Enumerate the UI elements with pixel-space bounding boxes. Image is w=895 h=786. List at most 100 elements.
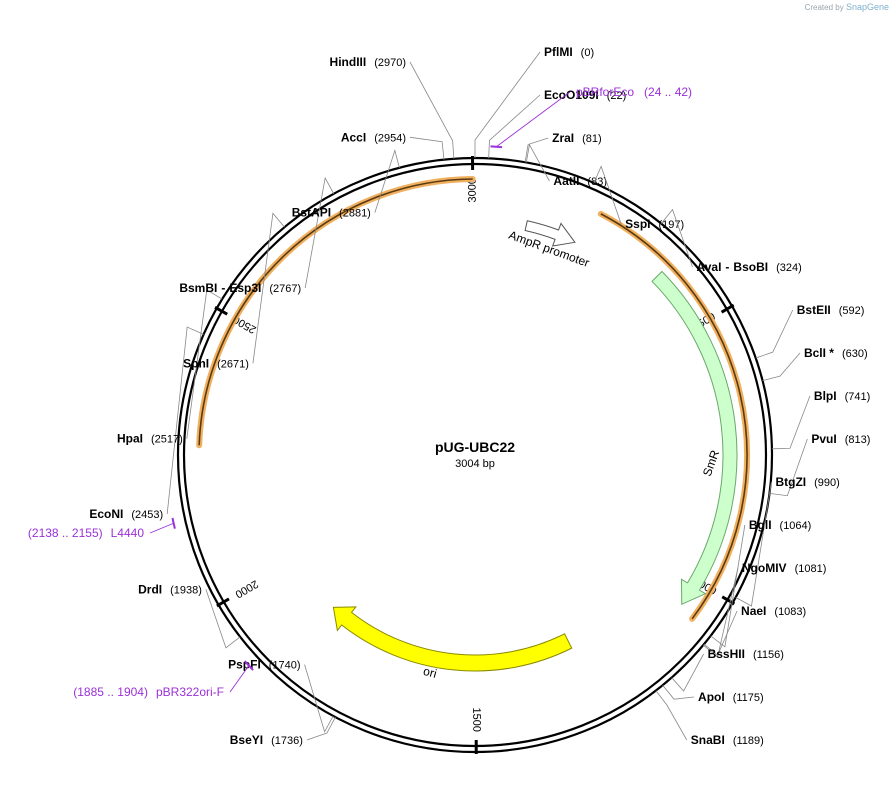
site-label[interactable]: EcoNI(2453): [89, 507, 163, 521]
tick-mark-2500: [214, 306, 228, 316]
site-leader-line: [660, 208, 693, 268]
site-label-group[interactable]: NaeI (1083): [741, 604, 806, 618]
site-label[interactable]: ZraI(81): [552, 131, 602, 145]
site-separator: -: [725, 260, 729, 274]
site-name: PflMI: [544, 45, 573, 59]
site-name: NaeI: [741, 604, 766, 618]
site-label-group[interactable]: HpaI(2517): [117, 432, 183, 446]
site-label-group[interactable]: EcoNI(2453): [89, 507, 163, 521]
primer-mark-1: [171, 517, 176, 529]
site-label[interactable]: BlpI(741): [814, 389, 870, 403]
site-label-group[interactable]: BclI *(630): [804, 346, 868, 360]
site-name: AccI: [341, 130, 366, 144]
site-name: BssHII: [708, 647, 745, 661]
site-label-group[interactable]: HindIII(2970): [330, 55, 406, 69]
plasmid-length: 3004 bp: [455, 458, 495, 470]
primer-range: (1885 .. 1904): [73, 685, 148, 699]
site-label-group[interactable]: BglI(1064): [749, 518, 811, 532]
site-position: (990): [814, 477, 840, 489]
primer-label-0[interactable]: pBRforEco(24 .. 42): [576, 85, 692, 99]
site-label[interactable]: AatII(83): [553, 174, 607, 188]
site-name: EcoNI: [89, 507, 123, 521]
site-label-group[interactable]: AccI(2954): [341, 130, 406, 144]
site-label[interactable]: BstAPI (2881): [292, 206, 371, 220]
site-label[interactable]: PvuI(813): [811, 432, 870, 446]
site-label-group[interactable]: SspI(197): [625, 217, 684, 231]
created-by-text: Created by: [804, 3, 844, 12]
site-label-group[interactable]: PflMI(0): [544, 45, 594, 59]
site-leader-line: [735, 481, 772, 607]
site-label[interactable]: EcoO109I(22): [544, 88, 626, 102]
site-position: (1083): [774, 606, 806, 618]
tick-mark-2000: [216, 597, 230, 608]
site-label[interactable]: BglI(1064): [749, 518, 811, 532]
site-leader-line: [769, 438, 808, 497]
tick-label-3000: 3000: [467, 178, 479, 203]
site-label-group[interactable]: SnaBI(1189): [691, 733, 764, 747]
primer-name: pBR322ori-F: [156, 685, 224, 699]
site-label[interactable]: DrdI (1938): [138, 582, 202, 596]
site-position: (1938): [170, 584, 202, 596]
site-isoschizomer: Esp3I: [229, 281, 261, 295]
site-label-group[interactable]: NgoMIV(1081): [742, 561, 826, 575]
primer-leader-line: [496, 91, 571, 148]
smr-label: SmR: [700, 448, 722, 478]
ori-label: ori: [422, 664, 439, 681]
site-name: NgoMIV: [742, 561, 787, 575]
site-label[interactable]: SspI(197): [625, 217, 684, 231]
site-label-group[interactable]: ZraI(81): [552, 131, 602, 145]
site-label-group[interactable]: BstAPI (2881): [292, 206, 371, 220]
site-label[interactable]: BsmBI-Esp3I(2767): [179, 281, 301, 295]
primer-name: L4440: [111, 526, 145, 540]
site-label-group[interactable]: BlpI(741): [814, 389, 870, 403]
site-label[interactable]: NgoMIV(1081): [742, 561, 826, 575]
site-label[interactable]: BtgZI(990): [775, 475, 839, 489]
site-label-group[interactable]: BseYI(1736): [230, 733, 303, 747]
site-name: BstEII: [797, 303, 831, 317]
site-position: (741): [845, 391, 871, 403]
site-leader-line: [304, 664, 334, 733]
site-name: HindIII: [330, 55, 367, 69]
site-label[interactable]: HpaI(2517): [117, 432, 183, 446]
site-label[interactable]: BssHII (1156): [708, 647, 784, 661]
site-label-group[interactable]: BstEII(592): [797, 303, 865, 317]
primer-name: pBRforEco: [576, 85, 634, 99]
site-label[interactable]: SphI(2671): [183, 356, 249, 370]
site-name: DrdI: [138, 582, 162, 596]
orf-arc-0: [600, 213, 748, 620]
site-leader-line: [525, 143, 550, 182]
site-position: (1156): [753, 649, 784, 661]
site-label[interactable]: SnaBI(1189): [691, 733, 764, 747]
primer-range: (2138 .. 2155): [28, 526, 103, 540]
site-label-group[interactable]: BtgZI(990): [775, 475, 839, 489]
site-label[interactable]: BseYI(1736): [230, 733, 303, 747]
site-label[interactable]: AccI(2954): [341, 130, 406, 144]
site-label[interactable]: AvaI-BsoBI(324): [697, 260, 802, 274]
site-label[interactable]: HindIII(2970): [330, 55, 406, 69]
site-label[interactable]: BstEII(592): [797, 303, 865, 317]
site-label[interactable]: BclI *(630): [804, 346, 868, 360]
site-label-group[interactable]: DrdI (1938): [138, 582, 202, 596]
orf-arrow-0: [686, 619, 688, 624]
site-label-group[interactable]: SphI(2671): [183, 356, 249, 370]
site-label[interactable]: PflMI(0): [544, 45, 594, 59]
site-label-group[interactable]: ApoI(1175): [698, 690, 764, 704]
primer-label-2[interactable]: (1885 .. 1904) pBR322ori-F: [73, 685, 224, 699]
site-label-group[interactable]: EcoO109I(22): [544, 88, 626, 102]
site-label-group[interactable]: AatII(83): [553, 174, 607, 188]
site-label[interactable]: ApoI(1175): [698, 690, 764, 704]
site-label-group[interactable]: AvaI-BsoBI(324): [697, 260, 802, 274]
site-label-group[interactable]: BssHII (1156): [708, 647, 784, 661]
site-leader-line: [306, 716, 336, 741]
ampr-promoter-arrow: [524, 220, 576, 247]
primer-label-1[interactable]: (2138 .. 2155) L4440: [28, 526, 144, 540]
snapgene-watermark: Created by SnapGene: [805, 2, 889, 12]
site-label-group[interactable]: BsmBI-Esp3I(2767): [179, 281, 301, 295]
site-position: (2881): [339, 208, 371, 220]
site-label-group[interactable]: PvuI(813): [811, 432, 870, 446]
site-label[interactable]: NaeI (1083): [741, 604, 806, 618]
site-name: BstAPI: [292, 206, 331, 220]
site-position: (83): [587, 176, 607, 188]
